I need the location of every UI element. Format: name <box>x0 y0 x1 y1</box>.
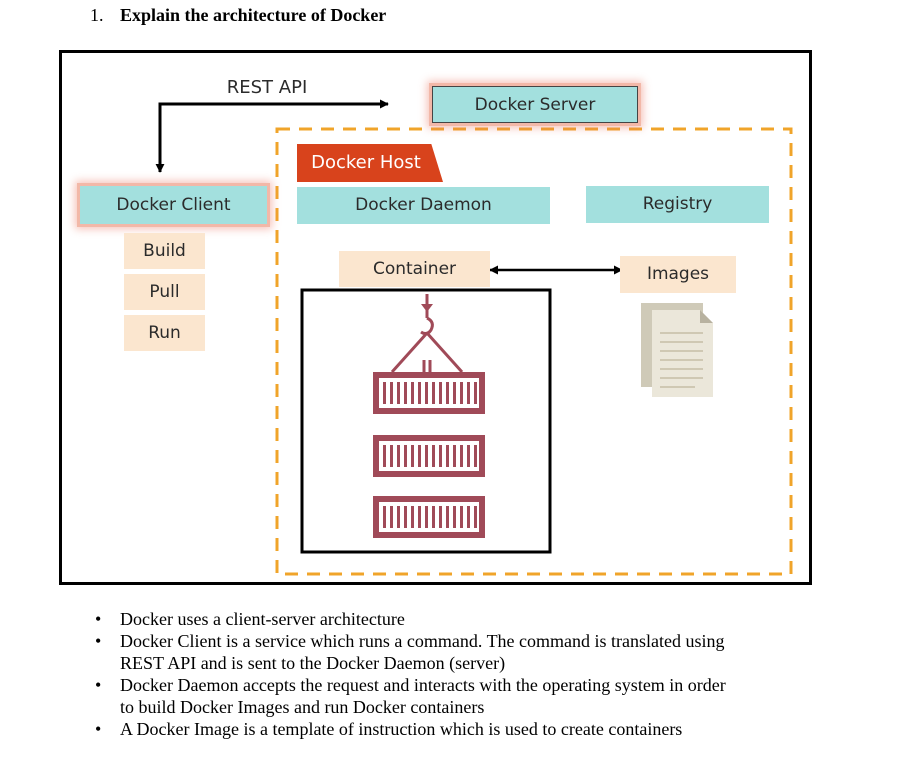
question-heading: 1. Explain the architecture of Docker <box>90 5 386 26</box>
bullet-dot: • <box>95 631 102 651</box>
container-stripe <box>383 506 386 528</box>
container-label-box: Container <box>339 251 490 287</box>
bullet-item: • Docker Daemon accepts the request and i… <box>95 674 820 718</box>
container-stripe <box>404 506 407 528</box>
docker-daemon-box: Docker Daemon <box>297 187 550 224</box>
container-stripe <box>460 382 463 404</box>
image-document-icon <box>641 303 713 397</box>
container-stripe <box>432 506 435 528</box>
bullet-line: to build Docker Images and run Docker co… <box>120 697 485 717</box>
bullet-line: Docker uses a client-server architecture <box>120 609 405 629</box>
question-text: Explain the architecture of Docker <box>120 5 387 25</box>
container-stripe <box>446 445 449 467</box>
run-command-box: Run <box>124 315 205 351</box>
rest-api-label: REST API <box>226 77 308 98</box>
container-stripe <box>453 506 456 528</box>
container-stripe <box>474 445 477 467</box>
bullet-line: REST API and is sent to the Docker Daemo… <box>120 653 506 673</box>
explanation-bullet-list: • Docker uses a client-server architectur… <box>95 608 820 740</box>
bullet-dot: • <box>95 609 102 629</box>
container-stripe <box>446 382 449 404</box>
container-stripe <box>446 506 449 528</box>
bullet-item: • Docker Client is a service which runs a… <box>95 630 820 674</box>
container-stripe <box>474 506 477 528</box>
container-stripe <box>439 382 442 404</box>
registry-box: Registry <box>586 186 769 223</box>
container-stripe <box>418 506 421 528</box>
question-number: 1. <box>90 5 104 25</box>
container-stripe <box>439 506 442 528</box>
container-stripe <box>390 506 393 528</box>
container-stripe <box>467 445 470 467</box>
container-stripe <box>453 445 456 467</box>
container-stripe <box>425 382 428 404</box>
build-command-box: Build <box>124 233 205 269</box>
docker-host-boundary <box>275 127 793 576</box>
container-stripe <box>439 445 442 467</box>
container-stripe <box>383 382 386 404</box>
container-stripe <box>411 506 414 528</box>
shipping-container-icon <box>373 372 485 414</box>
container-stripe <box>390 445 393 467</box>
container-stripe <box>404 382 407 404</box>
container-stripe <box>467 382 470 404</box>
container-stripe <box>460 445 463 467</box>
container-stripe <box>390 382 393 404</box>
container-stripe <box>411 445 414 467</box>
container-stripe <box>411 382 414 404</box>
bullet-item: • Docker uses a client-server architectur… <box>95 608 820 630</box>
container-stripe <box>460 506 463 528</box>
container-stripe <box>425 445 428 467</box>
container-stripe <box>418 382 421 404</box>
docker-server-box: Docker Server <box>432 86 638 123</box>
bullet-line: Docker Client is a service which runs a … <box>120 631 725 651</box>
container-stripe <box>453 382 456 404</box>
bullet-dot: • <box>95 675 102 695</box>
container-stripe <box>397 445 400 467</box>
bullet-line: A Docker Image is a template of instruct… <box>120 719 683 739</box>
rest-api-arrow <box>155 99 389 173</box>
pull-command-box: Pull <box>124 274 205 310</box>
bullet-line: Docker Daemon accepts the request and in… <box>120 675 726 695</box>
images-label-box: Images <box>620 256 736 293</box>
bullet-item: • A Docker Image is a template of instruc… <box>95 718 820 740</box>
container-stripe <box>397 382 400 404</box>
container-stripe <box>397 506 400 528</box>
container-stripe <box>404 445 407 467</box>
container-stripe <box>383 445 386 467</box>
docker-host-tab: Docker Host <box>297 144 443 182</box>
bullet-dot: • <box>95 719 102 739</box>
container-stripe <box>418 445 421 467</box>
container-stripe <box>467 506 470 528</box>
container-stripe <box>432 382 435 404</box>
container-stripe <box>474 382 477 404</box>
container-stripe <box>432 445 435 467</box>
docker-client-box: Docker Client <box>80 186 267 224</box>
docker-host-label: Docker Host <box>311 152 421 173</box>
container-stripe <box>425 506 428 528</box>
